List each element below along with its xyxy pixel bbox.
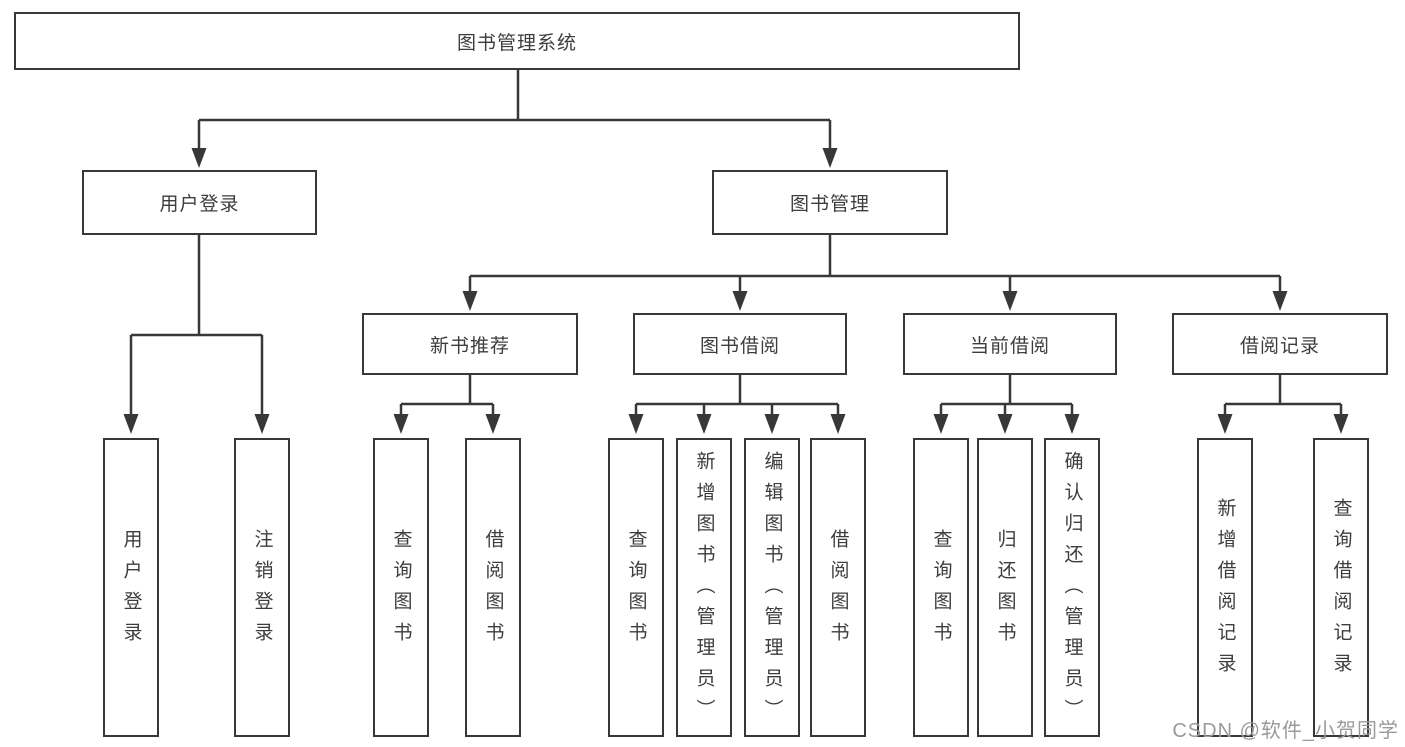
node-leaf-user-login: 用户登录	[103, 438, 159, 737]
arrowheads	[123, 148, 1349, 434]
node-new-book-recommend: 新书推荐	[362, 313, 578, 375]
node-book-borrowing: 图书借阅	[633, 313, 847, 375]
node-leaf-edit-book-admin: 编辑图书（管理员）	[744, 438, 800, 737]
watermark: CSDN @软件_小贺同学	[1172, 720, 1399, 742]
node-book-management-system: 图书管理系统	[14, 12, 1020, 70]
node-borrowing-records: 借阅记录	[1172, 313, 1388, 375]
node-leaf-query-books-current: 查询图书	[913, 438, 969, 737]
node-leaf-borrow-books-recommend: 借阅图书	[465, 438, 521, 737]
node-leaf-confirm-return-admin: 确认归还（管理员）	[1044, 438, 1100, 737]
node-book-management: 图书管理	[712, 170, 948, 235]
node-current-borrowing: 当前借阅	[903, 313, 1117, 375]
node-user-login: 用户登录	[82, 170, 317, 235]
node-leaf-query-books-recommend: 查询图书	[373, 438, 429, 737]
node-leaf-return-book: 归还图书	[977, 438, 1033, 737]
node-leaf-query-books-borrowing: 查询图书	[608, 438, 664, 737]
node-leaf-add-borrow-record: 新增借阅记录	[1197, 438, 1253, 737]
node-leaf-add-book-admin: 新增图书（管理员）	[676, 438, 732, 737]
node-leaf-borrow-books-borrowing: 借阅图书	[810, 438, 866, 737]
node-leaf-logout: 注销登录	[234, 438, 290, 737]
node-leaf-query-borrow-record: 查询借阅记录	[1313, 438, 1369, 737]
